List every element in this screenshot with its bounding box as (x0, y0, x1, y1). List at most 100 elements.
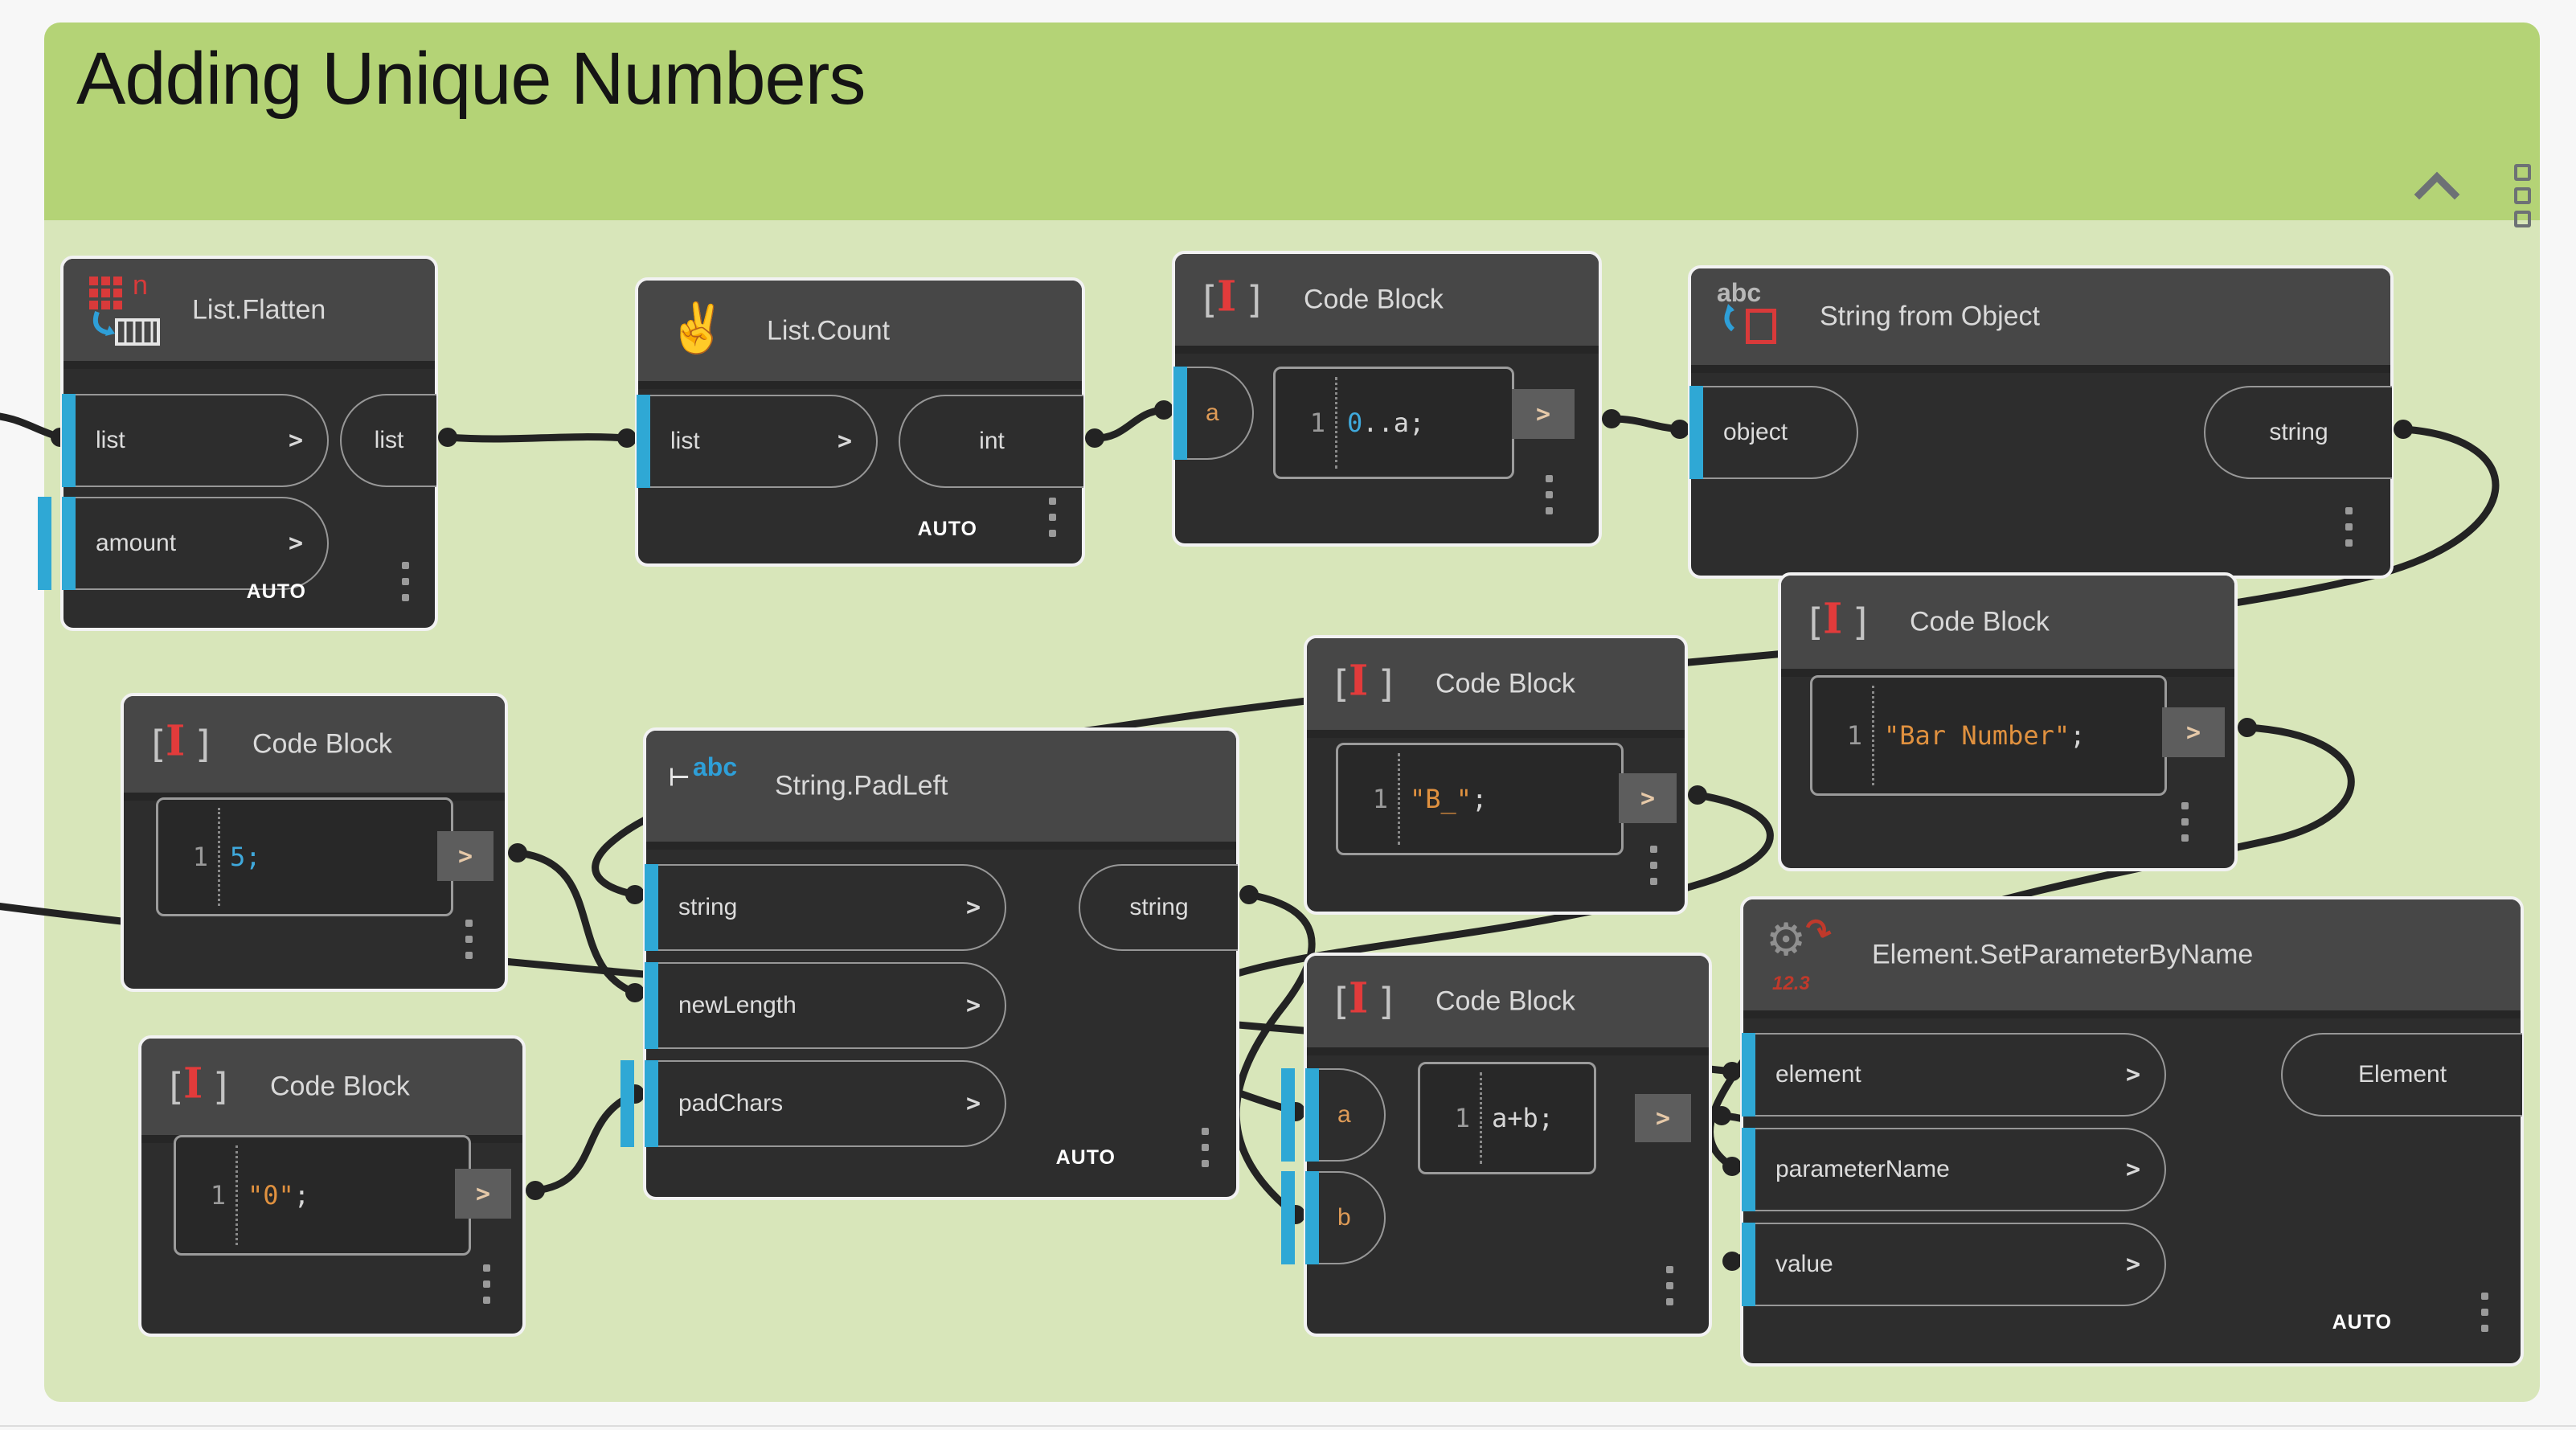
node-header[interactable]: [I]Code Block (1307, 638, 1685, 738)
input-port-padChars[interactable]: padChars> (620, 1060, 1006, 1147)
node-menu-icon[interactable] (399, 553, 411, 610)
node-header[interactable]: [I]Code Block (141, 1039, 522, 1143)
node-title: Code Block (1910, 606, 2050, 637)
node-menu-icon[interactable] (1664, 1257, 1675, 1314)
wire-string-padleft-string-to-code-block-concat-b[interactable] (1232, 891, 1316, 1219)
node-title: List.Flatten (192, 294, 326, 325)
output-port-chevron[interactable]: > (455, 1169, 511, 1219)
wire-code-block-zero-out-to-string-padleft-padChars[interactable] (531, 1090, 639, 1194)
node-header[interactable]: [I]Code Block (1307, 956, 1709, 1055)
node-menu-icon[interactable] (1046, 489, 1058, 546)
input-port-object[interactable]: object (1689, 386, 1858, 479)
wire-list-count-int-to-code-block-range-a[interactable] (1091, 406, 1168, 442)
input-port-a[interactable]: a (1173, 367, 1254, 460)
wire-code-block-range-out-to-string-from-object-object[interactable] (1607, 415, 1684, 433)
code-text[interactable]: a+b; (1492, 1103, 1554, 1133)
input-port-amount[interactable]: amount> (38, 497, 329, 590)
port-label: string (1129, 894, 1189, 920)
port-label: amount (96, 530, 177, 556)
lacing-label[interactable]: AUTO (1055, 1146, 1116, 1169)
code-text[interactable]: 5; (230, 842, 261, 872)
code-text[interactable]: "0"; (248, 1180, 309, 1211)
node-title: List.Count (767, 315, 891, 346)
node-header[interactable]: [I]Code Block (124, 696, 505, 801)
output-port-int[interactable]: int (899, 395, 1083, 488)
element-setparam-icon: ⚙↷12.3 (1766, 910, 1837, 994)
output-port-Element[interactable]: Element (2281, 1033, 2522, 1117)
node-menu-icon[interactable] (1648, 837, 1659, 894)
collapse-group-icon[interactable] (2411, 167, 2463, 206)
port-marker (62, 497, 76, 590)
input-port-parameterName[interactable]: parameterName> (1742, 1128, 2166, 1211)
node-menu-icon[interactable] (2343, 498, 2354, 555)
chevron-right-icon: > (965, 991, 981, 1020)
port-label: newLength (678, 992, 797, 1018)
input-port-list[interactable]: list> (637, 395, 878, 488)
group-options-icon[interactable] (2514, 158, 2531, 234)
input-port-b[interactable]: b (1281, 1171, 1386, 1264)
code-text[interactable]: 0..a; (1347, 408, 1424, 438)
wire-offscreen-left-to-list-flatten-list[interactable] (0, 412, 64, 441)
output-port-string[interactable]: string (2204, 386, 2392, 479)
wire-endpoint-dot (438, 428, 457, 447)
input-port-list[interactable]: list> (62, 394, 329, 487)
input-port-string[interactable]: string> (645, 864, 1006, 951)
node-menu-icon[interactable] (1543, 466, 1554, 523)
wire-code-block-five-out-to-string-padleft-newLength[interactable] (514, 849, 639, 997)
node-menu-icon[interactable] (1199, 1119, 1210, 1176)
group-header[interactable] (44, 23, 2540, 220)
wire-endpoint-dot (625, 885, 645, 904)
node-header[interactable]: [I]Code Block (1781, 576, 2234, 677)
wire-endpoint-dot (526, 1181, 545, 1200)
wire-list-flatten-list-to-list-count-list[interactable] (444, 433, 631, 443)
output-port-string[interactable]: string (1079, 864, 1238, 951)
node-header[interactable]: ✌List.Count (638, 281, 1082, 389)
node-menu-icon[interactable] (481, 1256, 492, 1313)
output-port-chevron[interactable]: > (1512, 389, 1575, 439)
node-menu-icon[interactable] (2479, 1284, 2490, 1341)
output-port-chevron[interactable]: > (437, 831, 493, 881)
lacing-label[interactable]: AUTO (917, 518, 977, 540)
node-header[interactable]: [I]Code Block (1175, 254, 1599, 354)
code-editor[interactable]: 1"B_"; (1336, 743, 1624, 855)
output-port-chevron[interactable]: > (2162, 707, 2225, 757)
port-label: a (1206, 399, 1219, 426)
lacing-label[interactable]: AUTO (246, 580, 306, 603)
code-editor[interactable]: 1"0"; (174, 1135, 471, 1256)
lacing-label[interactable]: AUTO (2332, 1311, 2392, 1334)
group-title[interactable]: Adding Unique Numbers (76, 38, 866, 120)
input-port-element[interactable]: element> (1742, 1033, 2166, 1117)
window-bottom-edge (0, 1425, 2576, 1427)
output-port-list[interactable]: list (340, 394, 436, 487)
input-port-value[interactable]: value> (1742, 1223, 2166, 1306)
code-text[interactable]: "Bar Number"; (1884, 720, 2085, 751)
code-editor[interactable]: 1"Bar Number"; (1810, 675, 2167, 796)
input-port-a[interactable]: a (1281, 1068, 1386, 1162)
code-text[interactable]: "B_"; (1410, 784, 1487, 814)
node-menu-icon[interactable] (2179, 793, 2190, 850)
output-port-chevron[interactable]: > (1635, 1094, 1691, 1142)
node-menu-icon[interactable] (463, 911, 474, 968)
output-port-chevron[interactable]: > (1619, 773, 1677, 823)
code-block-icon: [I] (1329, 973, 1399, 1023)
input-port-newLength[interactable]: newLength > (645, 962, 1006, 1049)
